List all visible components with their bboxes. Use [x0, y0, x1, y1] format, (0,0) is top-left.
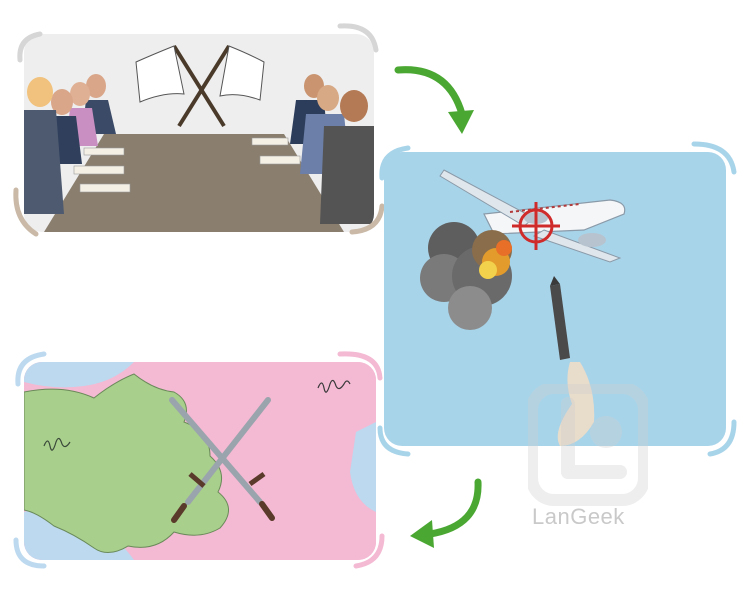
negotiation-illustration	[24, 44, 374, 232]
curved-arrow-icon	[410, 478, 482, 548]
left-delegation	[24, 74, 131, 214]
white-flags-icon	[135, 44, 265, 128]
missile	[550, 276, 595, 446]
map-frame-accents	[13, 351, 385, 569]
curved-arrow-icon	[394, 66, 474, 134]
crossed-swords-icon	[169, 397, 275, 523]
map-water	[24, 362, 134, 388]
meeting-frame-accents	[13, 23, 385, 237]
plane-attack-illustration	[420, 169, 626, 446]
map-territory	[24, 373, 229, 553]
crosshair-icon	[512, 202, 560, 250]
map-conflict-panel	[24, 362, 376, 560]
negotiation-panel	[24, 34, 374, 232]
explosion	[420, 222, 512, 330]
plane-frame-accents	[377, 141, 737, 457]
plane-attack-panel	[384, 152, 726, 446]
watermark-brand-text: LanGeek	[532, 504, 625, 529]
right-delegation	[251, 74, 374, 224]
map-conflict-illustration	[24, 362, 376, 560]
langeek-logo-icon	[528, 384, 648, 506]
